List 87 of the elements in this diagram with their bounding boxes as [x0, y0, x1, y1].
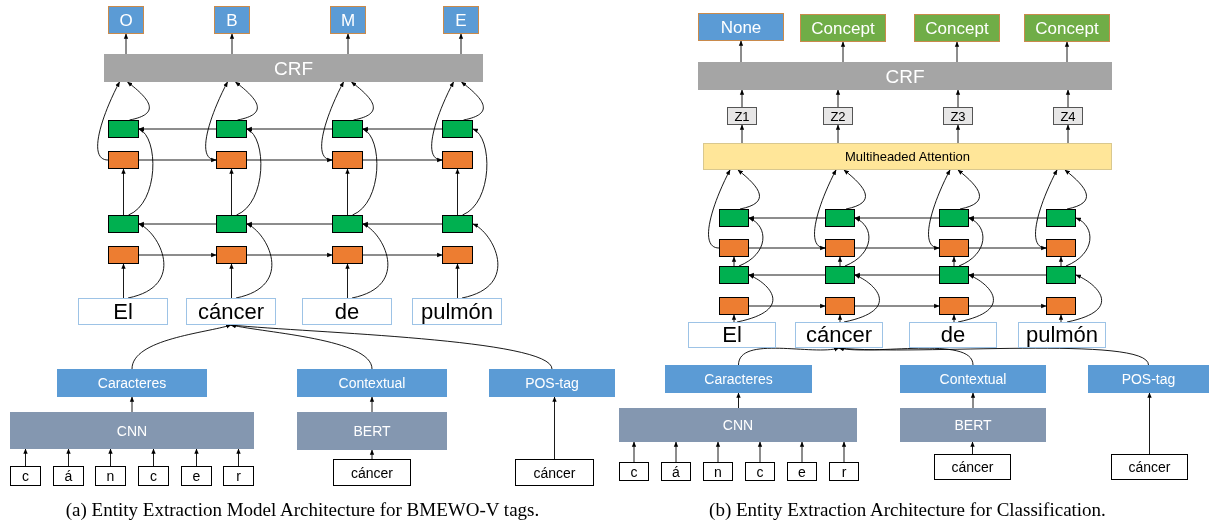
lstm-cell — [108, 246, 139, 264]
arrow — [837, 314, 843, 323]
z-vector-box: Z2 — [823, 107, 853, 125]
lstm-cell — [216, 215, 247, 233]
input-word-box: cáncer — [333, 459, 411, 486]
lstm-cell — [825, 297, 855, 315]
output-class-box: Concept — [1024, 14, 1110, 42]
arrow — [951, 314, 957, 323]
lstm-cell — [216, 246, 247, 264]
embedding-box: Contextual — [297, 369, 447, 397]
output-tag-box: O — [108, 6, 144, 34]
lstm-cell — [939, 209, 969, 227]
output-tag-box: B — [214, 6, 250, 34]
lstm-cell — [332, 151, 363, 169]
encoder-box: BERT — [297, 412, 447, 450]
output-tag-box: M — [330, 6, 366, 34]
lstm-cell — [939, 266, 969, 284]
output-class-box: Concept — [914, 14, 1000, 42]
lstm-cell — [1046, 209, 1076, 227]
embedding-box: Caracteres — [57, 369, 207, 397]
lstm-cell — [108, 215, 139, 233]
encoder-box: CNN — [10, 412, 254, 449]
character-box: á — [661, 462, 691, 481]
lstm-cell — [825, 209, 855, 227]
lstm-cell — [332, 215, 363, 233]
lstm-cell — [719, 266, 749, 284]
lstm-cell — [108, 120, 139, 138]
lstm-cell — [719, 239, 749, 257]
lstm-cell — [1046, 297, 1076, 315]
z-vector-box: Z4 — [1053, 107, 1083, 125]
character-box: c — [138, 466, 169, 486]
output-class-box: Concept — [800, 14, 886, 42]
encoder-box: CNN — [619, 408, 857, 442]
lstm-cell — [108, 151, 139, 169]
character-box: e — [787, 462, 817, 481]
input-word-box: cáncer — [515, 459, 594, 486]
encoder-box: BERT — [900, 408, 1046, 442]
embedding-box: Contextual — [900, 365, 1046, 393]
input-word-box: cáncer — [934, 454, 1011, 480]
input-word-box: cáncer — [1111, 454, 1188, 480]
embedding-box: Caracteres — [665, 365, 812, 393]
lstm-cell — [825, 239, 855, 257]
lstm-cell — [442, 120, 473, 138]
lstm-cell — [939, 297, 969, 315]
lstm-cell — [216, 151, 247, 169]
arrow — [1058, 314, 1064, 323]
character-box: á — [53, 466, 84, 486]
word-box: de — [302, 298, 392, 325]
character-box: n — [95, 466, 126, 486]
character-box: r — [223, 466, 254, 486]
embedding-box: POS-tag — [1088, 365, 1209, 393]
lstm-cell — [825, 266, 855, 284]
lstm-cell — [1046, 239, 1076, 257]
word-box: pulmón — [1018, 322, 1106, 348]
attention-layer-bar: Multiheaded Attention — [703, 143, 1112, 170]
lstm-cell — [442, 215, 473, 233]
character-box: c — [619, 462, 649, 481]
word-box: cáncer — [795, 322, 883, 348]
lstm-cell — [442, 151, 473, 169]
character-box: r — [829, 462, 859, 481]
figure-caption: (a) Entity Extraction Model Architecture for BMEWO-V tags. — [64, 498, 541, 522]
character-box: n — [703, 462, 733, 481]
lstm-cell — [442, 246, 473, 264]
lstm-cell — [332, 246, 363, 264]
word-box: cáncer — [186, 298, 276, 325]
embedding-box: POS-tag — [489, 369, 615, 397]
figure-caption: (b) Entity Extraction Architecture for Classification. — [708, 498, 1107, 522]
character-box: e — [181, 466, 212, 486]
word-box: El — [688, 322, 776, 348]
output-tag-box: E — [443, 6, 479, 34]
lstm-cell — [939, 239, 969, 257]
character-box: c — [10, 466, 41, 486]
output-class-box: None — [698, 13, 784, 41]
z-vector-box: Z3 — [943, 107, 973, 125]
word-box: El — [78, 298, 168, 325]
word-box: pulmón — [412, 298, 502, 325]
lstm-cell — [1046, 266, 1076, 284]
character-box: c — [745, 462, 775, 481]
lstm-cell — [216, 120, 247, 138]
lstm-cell — [332, 120, 363, 138]
arrow — [731, 314, 737, 323]
word-box: de — [909, 322, 997, 348]
lstm-cell — [719, 209, 749, 227]
z-vector-box: Z1 — [727, 107, 757, 125]
crf-layer-bar: CRF — [104, 54, 483, 82]
crf-layer-bar: CRF — [698, 62, 1112, 90]
lstm-cell — [719, 297, 749, 315]
